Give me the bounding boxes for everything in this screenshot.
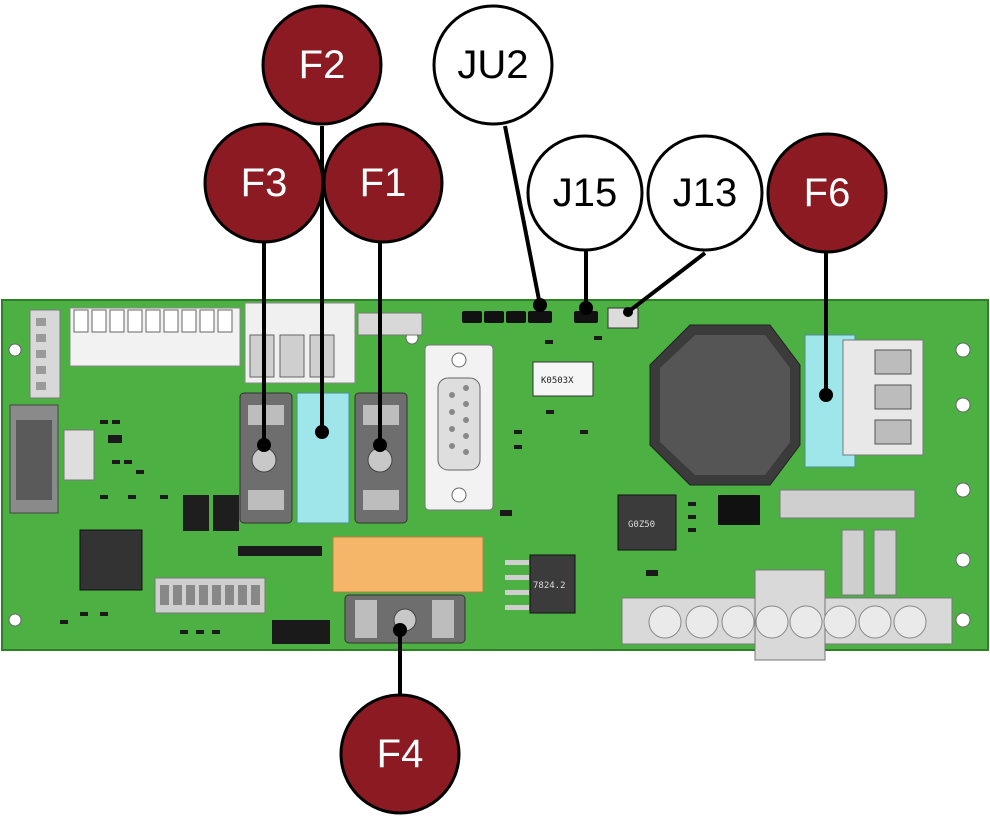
relay	[332, 536, 484, 593]
callout-f6: F6	[766, 132, 888, 254]
callout-j13: J13	[646, 134, 764, 252]
chip-u3-label: 7824.2	[533, 581, 566, 591]
callout-f4-label: F4	[377, 732, 424, 776]
chip-u2-label: G0Z50	[628, 520, 655, 530]
inductor: G0Z50	[617, 494, 677, 551]
j13-header	[607, 307, 639, 329]
callout-ju2: JU2	[432, 4, 554, 126]
opto-coupler	[718, 495, 760, 525]
buzzer	[649, 324, 801, 486]
chip-u1: K0503X	[532, 361, 594, 397]
callout-f6-label: F6	[804, 171, 851, 215]
leader-j13	[626, 251, 707, 314]
smd-components	[60, 336, 696, 634]
callout-f1: F1	[322, 122, 444, 244]
bottom-connector	[621, 569, 953, 661]
right-header-strip	[779, 489, 916, 519]
callout-j15: J15	[526, 134, 644, 252]
dip-switch	[154, 577, 266, 614]
callout-f3: F3	[203, 122, 325, 244]
small-connector	[63, 429, 95, 481]
chip-u1-label: K0503X	[541, 376, 574, 386]
leader-ju2	[503, 125, 542, 306]
terminal-blocks	[244, 302, 356, 384]
callout-j13-label: J13	[673, 171, 738, 215]
callout-f1-label: F1	[360, 161, 407, 205]
callout-f2: F2	[261, 4, 383, 126]
regulator: 7824.2	[505, 554, 576, 614]
transistor-1	[183, 495, 209, 531]
jumper-headers	[462, 311, 598, 323]
pin-header-row	[238, 546, 322, 556]
callout-ju2-label: JU2	[457, 43, 528, 87]
fuse-holder-f3	[239, 392, 293, 524]
right-terminal	[842, 339, 924, 456]
leader-endpoints	[257, 298, 833, 637]
circuit-board: K0503X G0Z50	[1, 299, 989, 661]
microcontroller	[79, 529, 143, 591]
top-left-connector	[69, 307, 241, 367]
callout-f4: F4	[339, 693, 461, 815]
transistor-2	[213, 495, 239, 531]
bottom-header	[272, 620, 330, 644]
db9-connector	[424, 344, 494, 511]
callout-f3-label: F3	[241, 161, 288, 205]
callout-f2-label: F2	[299, 43, 346, 87]
small-header	[357, 312, 423, 336]
callout-j15-label: J15	[553, 171, 618, 215]
fuse-holder-f4	[344, 594, 466, 644]
